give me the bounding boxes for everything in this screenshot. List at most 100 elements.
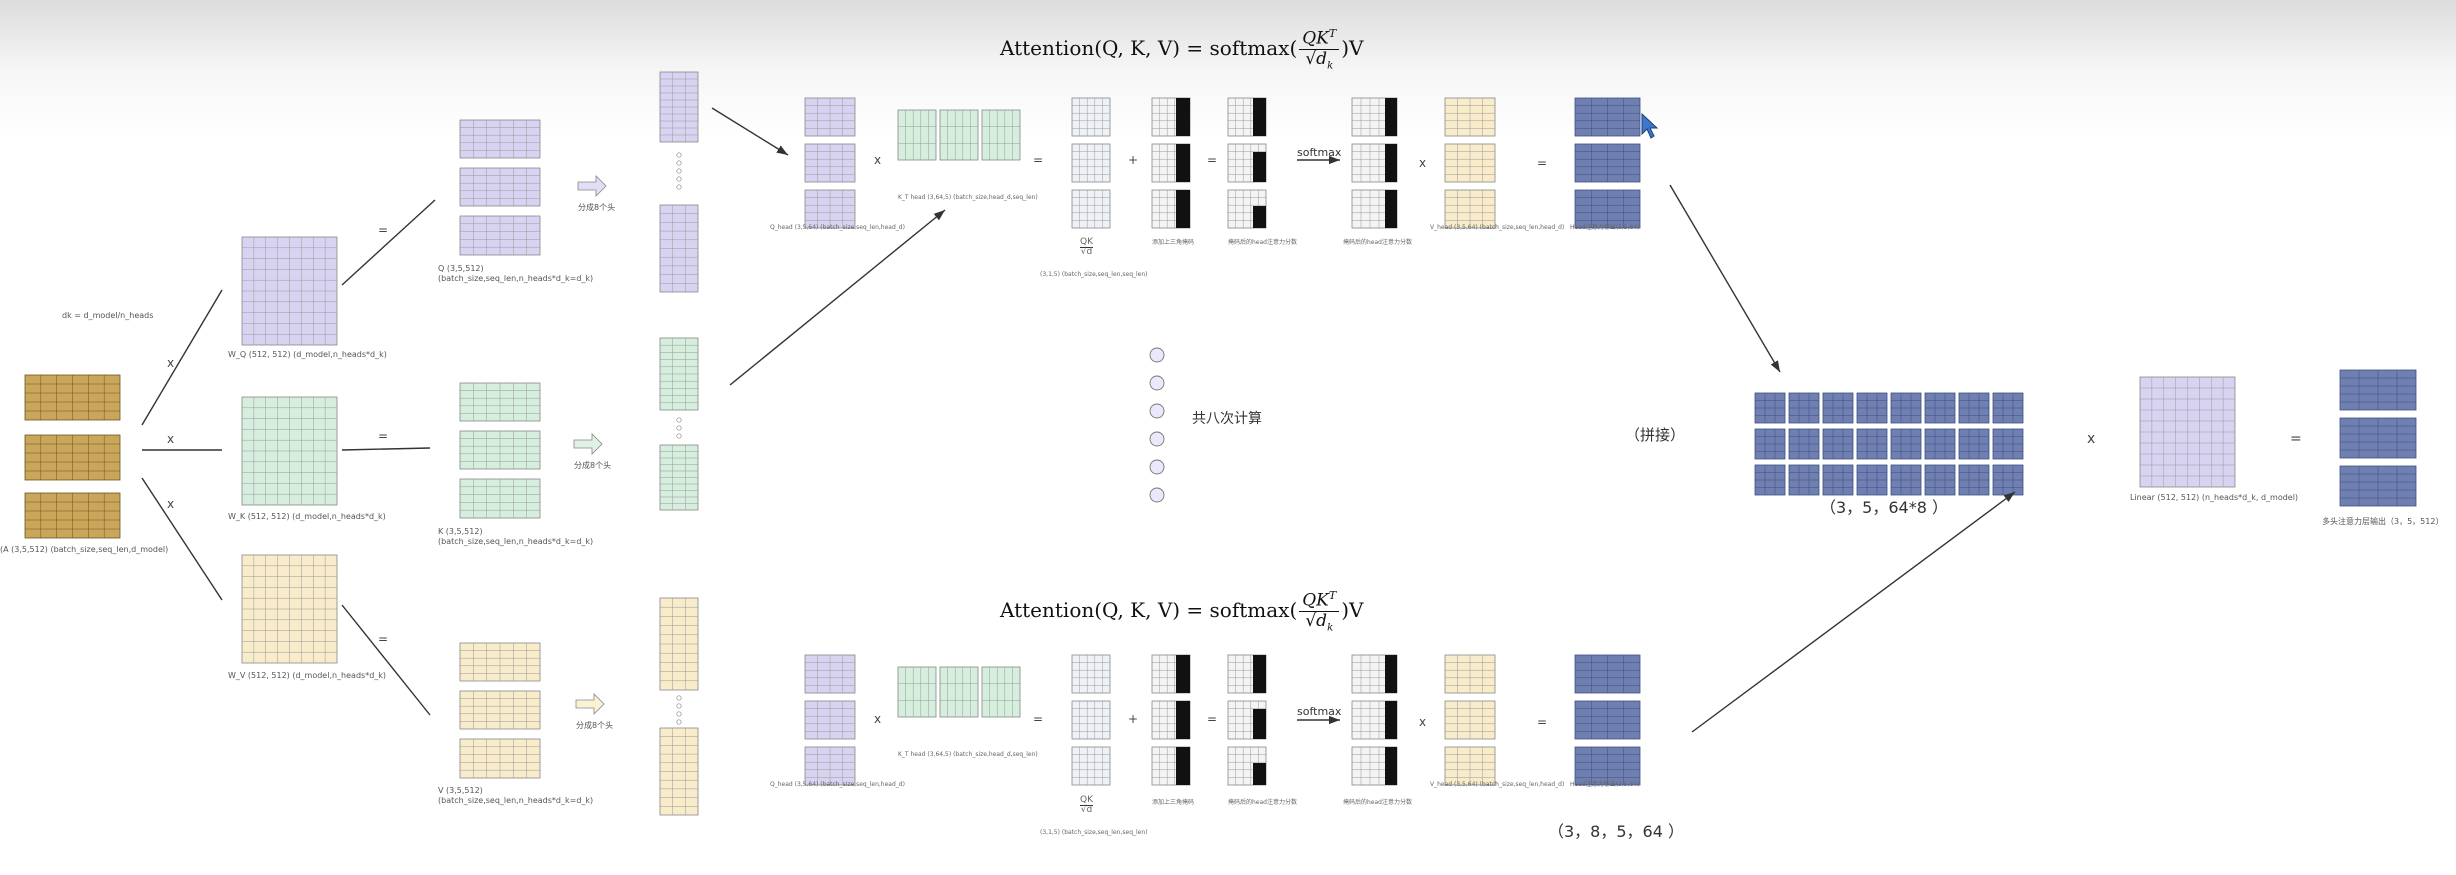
input-caption: (A (3,5,512) (batch_size,seq_len,d_model…: [0, 545, 169, 554]
k-block-3: [459, 478, 541, 519]
wk-matrix: [241, 396, 338, 506]
bottom-scores-3: [1071, 746, 1111, 786]
times-s1-top: x: [874, 153, 882, 167]
formula-top-sub: k: [1327, 60, 1334, 72]
top-mask-fill-1: [1176, 98, 1190, 136]
concat-cell-r1-c7: [1958, 392, 1990, 424]
equals-label-2: =: [378, 429, 389, 443]
concat-cell-r2-c7: [1958, 428, 1990, 460]
formula-bottom-fraction: QKT√dk: [1299, 590, 1340, 634]
top-qhead-3: [804, 189, 856, 229]
formula-top-num: QK: [1302, 28, 1329, 49]
eight-calcs-label: 共八次计算: [1192, 411, 1262, 427]
q-caption-2: (batch_size,seq_len,n_heads*d_k=d_k): [438, 274, 594, 283]
concat-cell-r3-c6: [1924, 464, 1956, 496]
equals-label-3: =: [378, 632, 389, 646]
v-block-3: [459, 738, 541, 779]
equals-s4-bottom: =: [1033, 712, 1044, 726]
bottom-qhead-3: [804, 746, 856, 786]
scores-caption-top: 掩码后的head注意力分数: [1228, 239, 1297, 246]
head-stack-4: [659, 444, 699, 511]
equals-s6-bottom: =: [1537, 715, 1548, 729]
qkt-den-bottom: √d: [1080, 805, 1093, 815]
mouse-cursor-icon: [1641, 112, 1659, 139]
concat-cell-r3-c4: [1856, 464, 1888, 496]
concat-cell-r3-c7: [1958, 464, 1990, 496]
arrow-khead-to-top: [729, 209, 946, 386]
k-head-caption-top: K_T head (3,64,5) (batch_size,head_d,seq…: [898, 194, 1038, 201]
top-softmax-fill-1: [1385, 98, 1397, 136]
bottom-vhead-2: [1444, 700, 1496, 740]
top-khead-2: [939, 109, 979, 161]
top-khead-3: [981, 109, 1021, 161]
head-stack-1: [659, 71, 699, 143]
top-masked-fill-2: [1253, 152, 1266, 182]
bottom-shape-label: （3，8，5，64 ）: [1548, 822, 1684, 841]
bottom-khead-2: [939, 666, 979, 718]
head-out-caption-bottom: Head注意力输出(3,5,64): [1570, 781, 1640, 788]
top-scores-2: [1071, 143, 1111, 183]
formula-top-tail: )V: [1341, 36, 1364, 61]
qkt-caption-top: (3,1,5) (batch_size,seq_len,seq_len): [1040, 271, 1148, 278]
equals-final: =: [2290, 431, 2302, 447]
top-masked-fill-1: [1253, 98, 1266, 136]
top-head-out-3: [1574, 189, 1641, 229]
wq-caption: W_Q (512, 512) (d_model,n_heads*d_k): [228, 350, 387, 359]
head-ellipsis-dot: [676, 184, 682, 190]
bottom-qhead-2: [804, 700, 856, 740]
mask-caption-bottom: 添加上三角掩码: [1152, 799, 1195, 806]
mask-caption-top: 添加上三角掩码: [1152, 239, 1195, 246]
output-block-2: [2339, 417, 2417, 459]
calc-circle-3: [1149, 403, 1165, 419]
bottom-softmax-3: [1351, 746, 1398, 786]
times-s2-top: x: [1419, 156, 1427, 170]
bottom-masked-fill-3: [1253, 763, 1266, 785]
bottom-softmax-fill-2: [1385, 701, 1397, 739]
q-block-3: [459, 215, 541, 256]
concat-shape-label: （3，5，64*8 ）: [1820, 498, 1948, 517]
formula-bottom-sub: k: [1327, 622, 1334, 634]
k-block-2: [459, 430, 541, 470]
top-mask-fill-3: [1176, 190, 1190, 228]
q-block-2: [459, 167, 541, 207]
bottom-head-out-1: [1574, 654, 1641, 694]
v-head-caption-bottom: V_head (3,5,64) (batch_size,seq_len,head…: [1430, 781, 1565, 788]
calc-circle-4: [1149, 431, 1165, 447]
arrow-wq-to-q: [341, 199, 436, 286]
scores-caption-bottom: 掩码后的head注意力分数: [1228, 799, 1297, 806]
arrow-wv-to-v: [341, 604, 431, 716]
times-s4-bottom: x: [1419, 715, 1427, 729]
split-label-k: 分成8个头: [574, 461, 612, 470]
plus-bottom: +: [1128, 712, 1139, 726]
qkt-caption-bottom: (3,1,5) (batch_size,seq_len,seq_len): [1040, 829, 1148, 836]
head-stack-2: [659, 204, 699, 293]
formula-bottom-lhs: Attention(Q, K, V) = softmax(: [1000, 598, 1298, 623]
top-softmax-fill-2: [1385, 144, 1397, 182]
bottom-head-out-2: [1574, 700, 1641, 740]
times-final: x: [2087, 431, 2096, 447]
bottom-khead-3: [981, 666, 1021, 718]
concat-cell-r3-c1: [1754, 464, 1786, 496]
q-block-1: [459, 119, 541, 159]
arrow-input-to-wq: [141, 289, 223, 426]
bottom-softmax-fill-3: [1385, 747, 1397, 785]
attention-formula-top: Attention(Q, K, V) = softmax(QKT√dk)V: [1000, 28, 1363, 71]
times-label-3: x: [167, 497, 175, 511]
top-head-out-1: [1574, 97, 1641, 137]
k-block-1: [459, 382, 541, 422]
concat-cell-r2-c1: [1754, 428, 1786, 460]
bottom-scores-1: [1071, 654, 1111, 694]
head-stack-6: [659, 727, 699, 816]
concat-cell-r3-c5: [1890, 464, 1922, 496]
top-qhead-1: [804, 97, 856, 137]
v-block-2: [459, 690, 541, 730]
qkt-frac-top: QK√d: [1080, 238, 1093, 257]
bottom-softmax-fill-1: [1385, 655, 1397, 693]
bottom-scores-2: [1071, 700, 1111, 740]
qkt-den-top: √d: [1080, 247, 1093, 257]
wv-caption: W_V (512, 512) (d_model,n_heads*d_k): [228, 671, 387, 680]
bottom-mask-fill-2: [1176, 701, 1190, 739]
calc-circle-1: [1149, 347, 1165, 363]
